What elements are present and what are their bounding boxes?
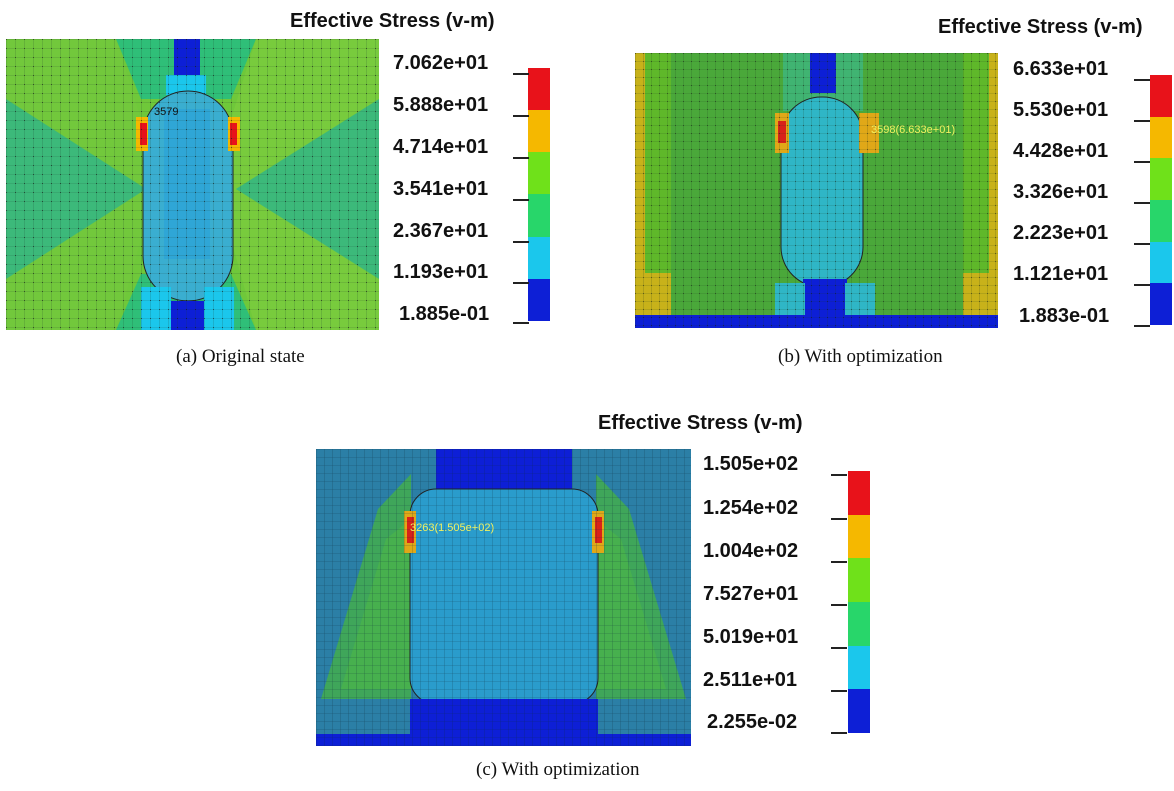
- probe-label-a: 3579: [154, 106, 178, 118]
- legend-value: 5.019e+01: [703, 626, 799, 648]
- legend-value: 7.527e+01: [703, 583, 799, 605]
- stress-contour-plot-c: 3263(1.505e+02): [316, 449, 691, 746]
- colorbar-b: [1150, 75, 1172, 325]
- tick-mark: [1134, 284, 1150, 286]
- legend-value: 4.714e+01: [393, 136, 489, 158]
- legend-value: 3.326e+01: [1013, 181, 1109, 203]
- colorbar-a: [528, 68, 550, 321]
- probe-label-b: 3598(6.633e+01): [871, 124, 955, 136]
- legend-value: 1.505e+02: [703, 453, 799, 475]
- legend-value: 3.541e+01: [393, 178, 489, 200]
- stress-contour-plot-a: 3579: [6, 39, 379, 330]
- legend-value: 1.121e+01: [1013, 263, 1109, 285]
- tick-mark: [513, 322, 529, 324]
- tick-mark: [831, 647, 847, 649]
- legend-value: 4.428e+01: [1013, 140, 1109, 162]
- panel-a-caption: (a) Original state: [176, 346, 305, 367]
- legend-value: 2.255e-02: [707, 711, 798, 733]
- tick-mark: [1134, 243, 1150, 245]
- tick-mark: [513, 157, 529, 159]
- legend-value: 2.367e+01: [393, 220, 489, 242]
- probe-label-c: 3263(1.505e+02): [410, 522, 494, 534]
- tick-mark: [1134, 79, 1150, 81]
- tick-mark: [831, 604, 847, 606]
- tick-mark: [1134, 325, 1150, 327]
- tick-mark: [831, 474, 847, 476]
- stress-contour-plot-b: 3598(6.633e+01): [635, 53, 998, 328]
- colorbar-c: [848, 471, 870, 733]
- tick-mark: [831, 518, 847, 520]
- tick-mark: [1134, 161, 1150, 163]
- panel-c-caption: (c) With optimization: [476, 759, 640, 780]
- tick-mark: [513, 241, 529, 243]
- tick-mark: [831, 690, 847, 692]
- legend-value: 1.004e+02: [703, 540, 799, 562]
- tick-mark: [513, 199, 529, 201]
- legend-value: 1.193e+01: [393, 261, 489, 283]
- tick-mark: [831, 732, 847, 734]
- tick-mark: [513, 115, 529, 117]
- legend-value: 1.885e-01: [399, 303, 490, 325]
- panel-b-title: Effective Stress (v-m): [938, 16, 1143, 38]
- tick-mark: [513, 73, 529, 75]
- panel-c-title: Effective Stress (v-m): [598, 412, 803, 434]
- tick-mark: [513, 282, 529, 284]
- legend-value: 7.062e+01: [393, 52, 489, 74]
- tick-mark: [831, 561, 847, 563]
- legend-value: 5.888e+01: [393, 94, 489, 116]
- legend-value: 1.254e+02: [703, 497, 799, 519]
- panel-b-caption: (b) With optimization: [778, 346, 943, 367]
- legend-value: 1.883e-01: [1019, 305, 1110, 327]
- tick-mark: [1134, 120, 1150, 122]
- legend-value: 2.223e+01: [1013, 222, 1109, 244]
- legend-value: 2.511e+01: [703, 669, 797, 691]
- panel-a-title: Effective Stress (v-m): [290, 10, 495, 32]
- legend-value: 6.633e+01: [1013, 58, 1109, 80]
- legend-value: 5.530e+01: [1013, 99, 1109, 121]
- tick-mark: [1134, 202, 1150, 204]
